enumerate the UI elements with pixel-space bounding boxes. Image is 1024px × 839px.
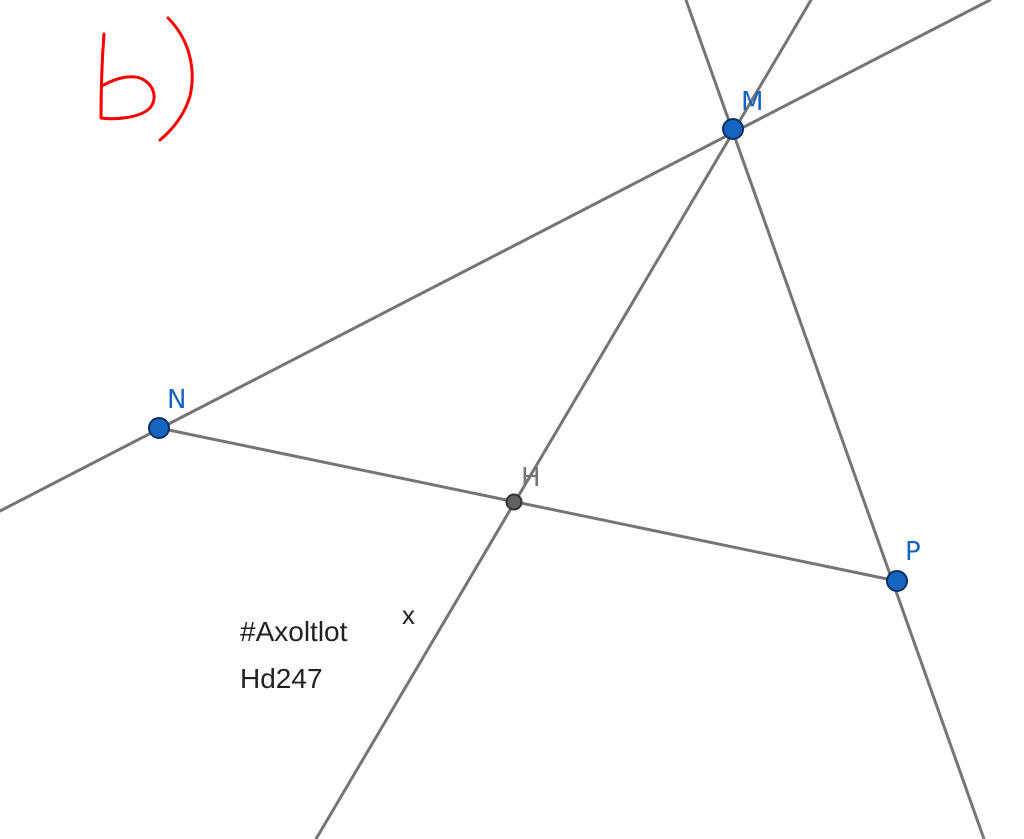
point-p[interactable] <box>886 570 908 592</box>
point-label-p: P <box>905 537 921 567</box>
point-label-m: M <box>741 87 763 117</box>
annotation-line-2: Hd247 <box>240 663 323 694</box>
points-layer: M N P H <box>148 87 921 592</box>
point-label-n: N <box>167 385 186 415</box>
annotation-line-1: #Axoltlot <box>240 616 348 647</box>
line-mp[interactable] <box>684 0 986 839</box>
line-mh[interactable] <box>314 0 813 839</box>
lines-layer <box>0 0 992 839</box>
handwritten-paren-stroke <box>158 16 194 142</box>
x-marker: x <box>402 600 415 630</box>
point-label-h: H <box>521 463 541 493</box>
handwritten-b-stroke <box>99 32 156 121</box>
point-m[interactable] <box>722 118 744 140</box>
point-n[interactable] <box>148 417 170 439</box>
handwritten-label-b <box>99 16 194 142</box>
point-h[interactable] <box>505 493 523 511</box>
segment-np[interactable] <box>157 426 899 583</box>
